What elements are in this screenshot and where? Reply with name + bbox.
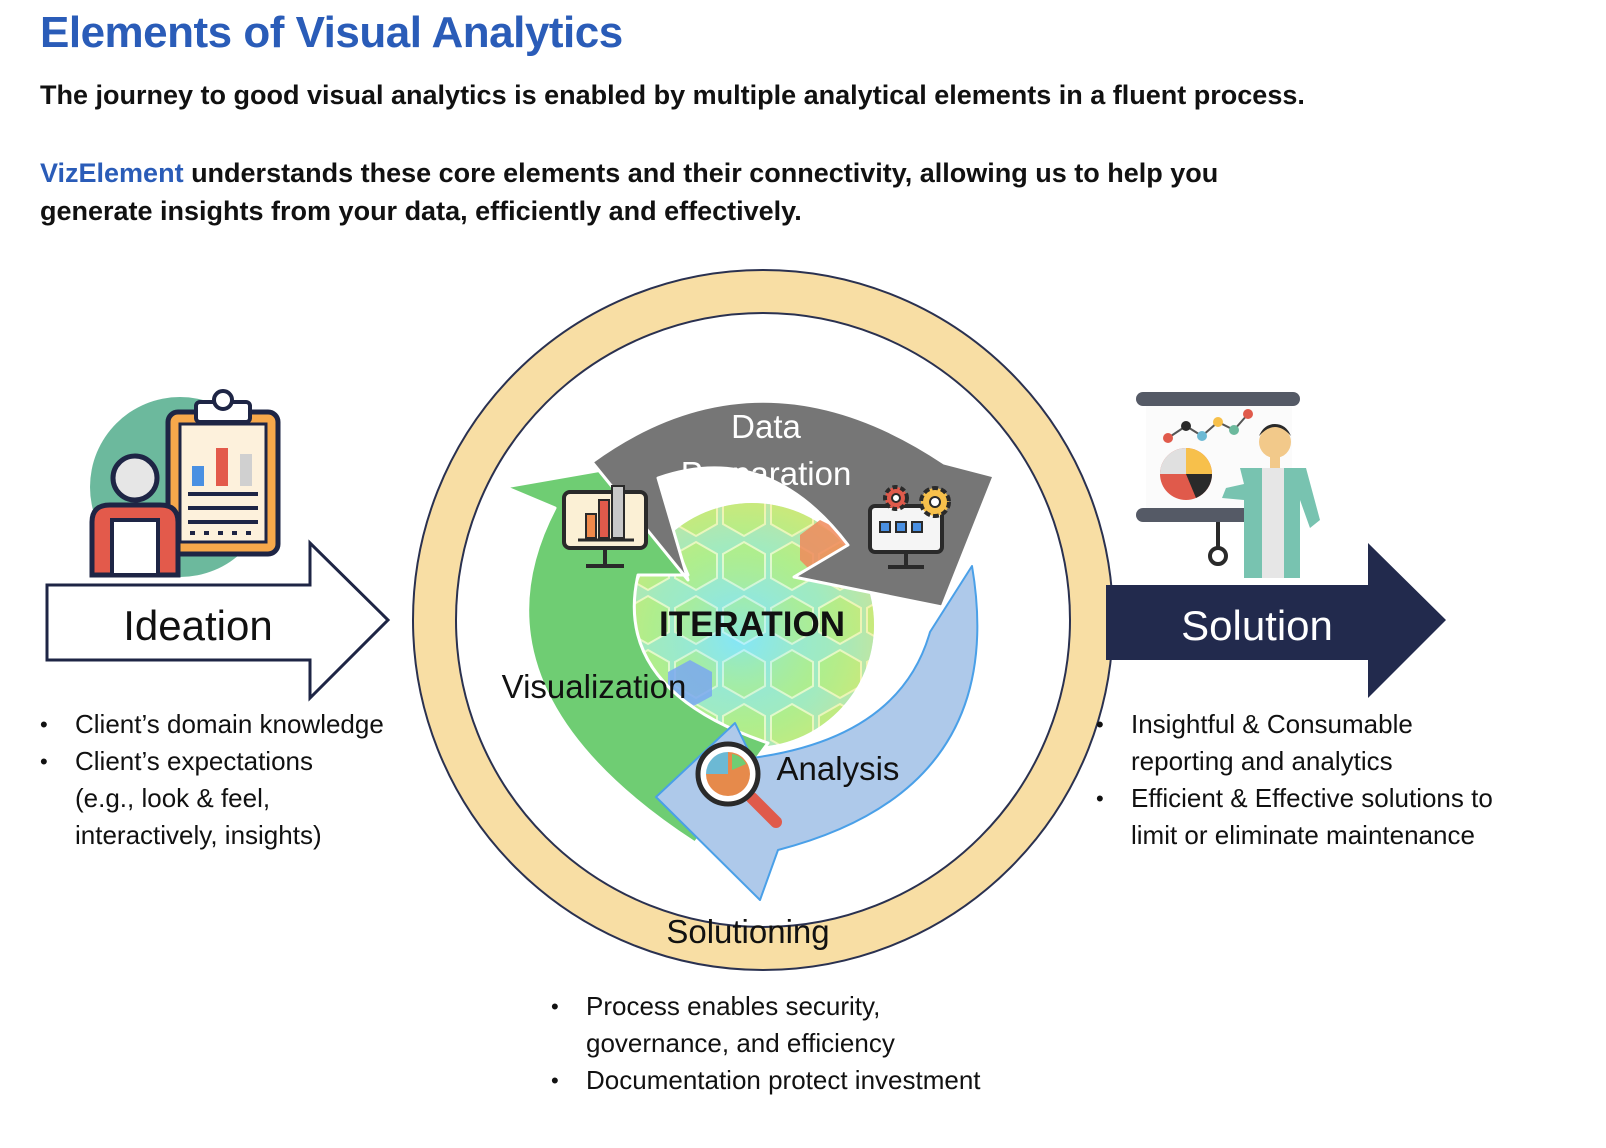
brand-name: VizElement (40, 158, 184, 188)
list-item: Client’s expectations (40, 743, 384, 780)
visualization-label: Visualization (502, 668, 687, 705)
list-item-continuation: interactively, insights) (75, 820, 322, 850)
solution-label: Solution (1181, 602, 1333, 649)
data-preparation-label-line1: Data (731, 408, 801, 445)
visualization-arrow (503, 461, 770, 845)
user-icon (89, 453, 181, 578)
list-item: Process enables security,governance, and… (551, 988, 981, 1062)
analysis-label: Analysis (777, 750, 900, 787)
list-item-continuation: (e.g., look & feel, (75, 783, 271, 813)
ideation-bullet-continuation: (e.g., look & feel, interactively, insig… (75, 780, 322, 854)
data-preparation-label-line2: Preparation (681, 455, 852, 492)
solution-arrow (1106, 543, 1446, 698)
solutioning-bullets: Process enables security,governance, and… (551, 988, 981, 1099)
presenter-board-icon (1136, 392, 1320, 578)
list-item: Documentation protect investment (551, 1062, 981, 1099)
analysis-arrow (655, 565, 979, 901)
page-title: Elements of Visual Analytics (40, 8, 623, 57)
intro-line1: understands these core elements and thei… (183, 158, 1219, 188)
list-item: Efficient & Effective solutions tolimit … (1096, 780, 1493, 854)
page-subtitle: The journey to good visual analytics is … (40, 80, 1305, 110)
solutioning-label: Solutioning (666, 913, 829, 950)
gear-computer-icon (868, 485, 951, 569)
intro-text: VizElement understands these core elemen… (40, 154, 1460, 230)
bar-chart-monitor-icon (562, 485, 648, 568)
iteration-label: ITERATION (659, 605, 845, 644)
intro-line2: generate insights from your data, effici… (40, 196, 802, 226)
list-item: Client’s domain knowledge (40, 706, 384, 743)
pie-magnifier-icon (695, 741, 782, 828)
ideation-bullets: Client’s domain knowledge Client’s expec… (40, 706, 384, 780)
data-preparation-arrow (590, 399, 996, 609)
ideation-label: Ideation (123, 602, 272, 649)
ideation-arrow (45, 539, 391, 702)
